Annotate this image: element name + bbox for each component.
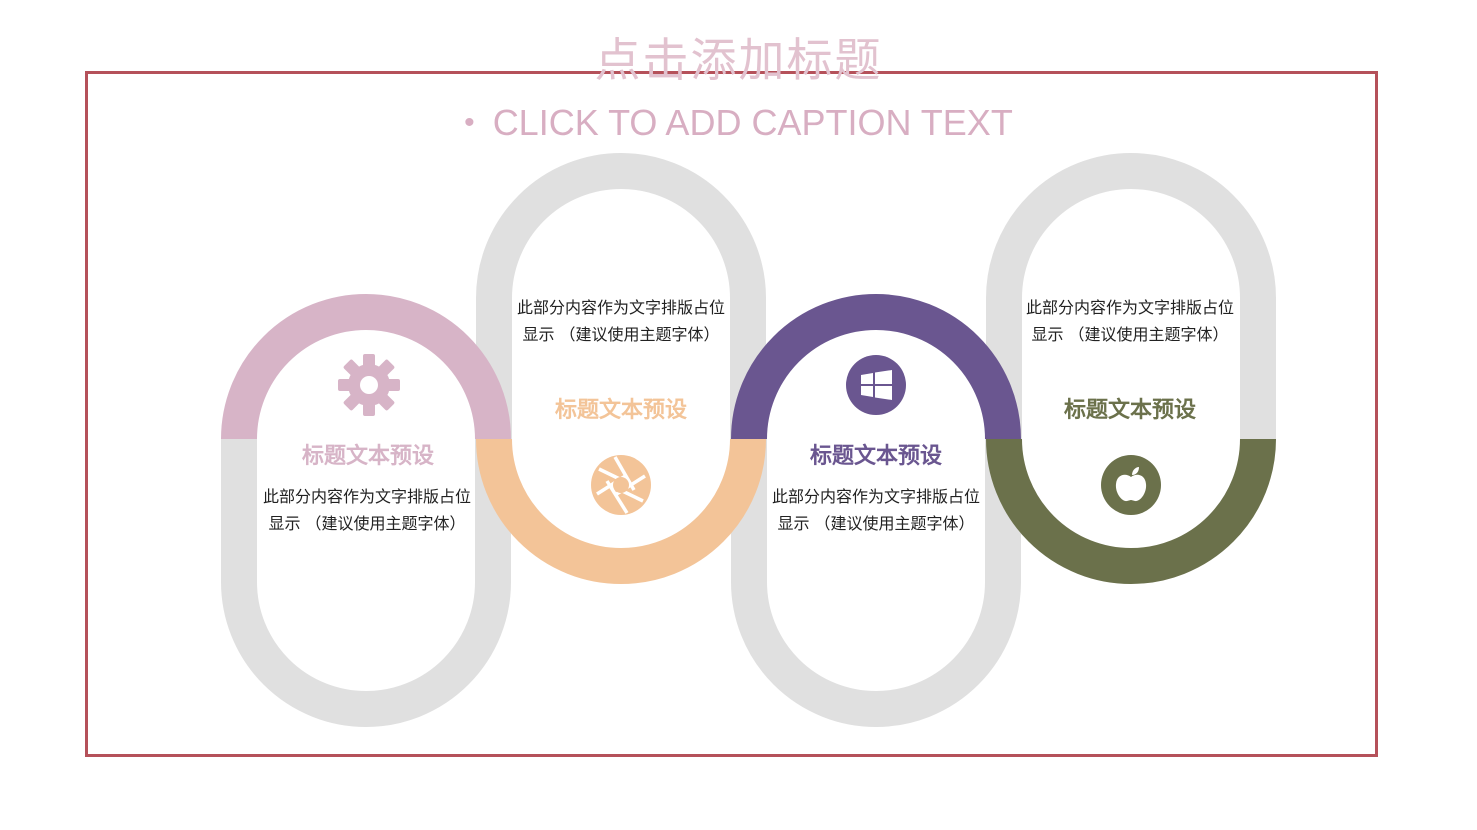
step-3-description[interactable]: 此部分内容作为文字排版占位显示 （建议使用主题字体） xyxy=(771,487,980,533)
track-1 xyxy=(221,439,511,727)
step-4-title[interactable]: 标题文本预设 xyxy=(1063,397,1196,423)
step-1-description[interactable]: 此部分内容作为文字排版占位显示 （建议使用主题字体） xyxy=(262,487,471,533)
track-3 xyxy=(731,439,1021,727)
step-1-title[interactable]: 标题文本预设 xyxy=(301,443,434,469)
step-3-title[interactable]: 标题文本预设 xyxy=(809,443,942,469)
gear-icon xyxy=(338,354,400,416)
track-2 xyxy=(476,153,766,439)
accent-arc-4 xyxy=(986,438,1276,584)
caption-text: CLICK TO ADD CAPTION TEXT xyxy=(492,102,1013,143)
content-frame xyxy=(85,71,1378,757)
camera-aperture-icon xyxy=(591,455,651,515)
page-title[interactable]: 点击添加标题 xyxy=(594,33,883,87)
accent-arc-3 xyxy=(731,294,1021,440)
track-4 xyxy=(986,153,1276,439)
caption-bullet: • xyxy=(464,106,475,139)
apple-icon xyxy=(1101,455,1161,515)
step-4-description[interactable]: 此部分内容作为文字排版占位显示 （建议使用主题字体） xyxy=(1025,298,1234,344)
windows-icon xyxy=(846,355,906,415)
caption[interactable]: • CLICK TO ADD CAPTION TEXT xyxy=(0,101,1477,145)
accent-arc-2 xyxy=(476,438,766,584)
step-2-description[interactable]: 此部分内容作为文字排版占位显示 （建议使用主题字体） xyxy=(516,298,725,344)
step-2-title[interactable]: 标题文本预设 xyxy=(554,397,687,423)
accent-arc-1 xyxy=(221,294,511,440)
